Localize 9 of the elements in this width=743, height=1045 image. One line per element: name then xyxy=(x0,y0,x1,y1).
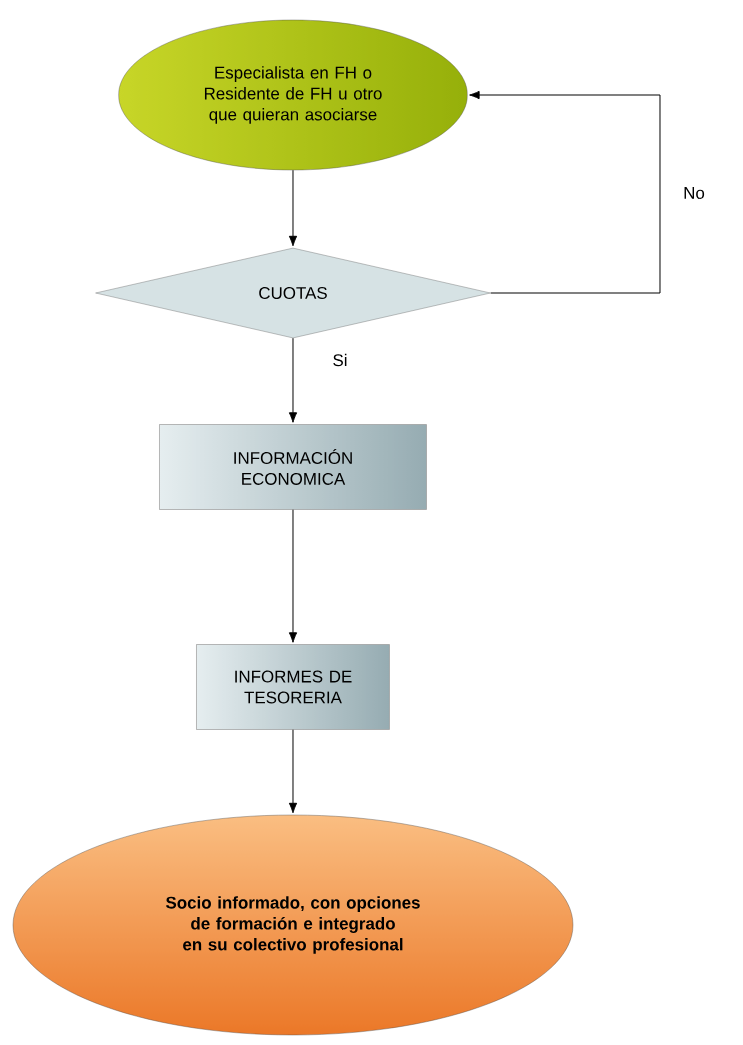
edge-label: No xyxy=(681,185,707,201)
arrow xyxy=(288,729,298,814)
process-box: INFORMES DE TESORERIA xyxy=(196,644,390,730)
process-box: INFORMACIÓN ECONOMICA xyxy=(159,424,427,510)
arrow xyxy=(288,509,298,643)
arrow xyxy=(469,90,661,294)
arrow xyxy=(288,169,298,247)
edge-label: Si xyxy=(330,351,350,369)
arrow xyxy=(288,337,298,423)
